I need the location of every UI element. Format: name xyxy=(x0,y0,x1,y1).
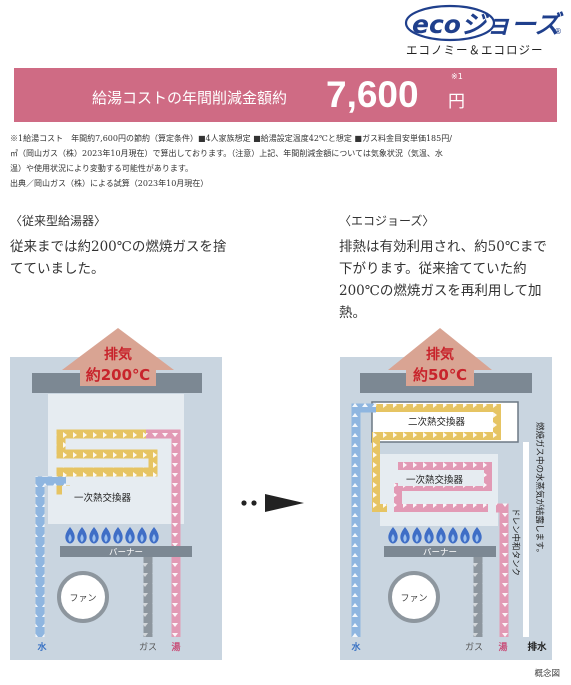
logo-subtitle: エコノミー＆エコロジー xyxy=(406,43,544,57)
burner-label: バーナー xyxy=(423,548,457,558)
arrow-dot xyxy=(251,500,257,506)
ecojozu-heading: 〈エコジョーズ〉 xyxy=(339,214,435,228)
primary-exchanger-coil xyxy=(56,429,158,495)
banner-amount: 7,600 xyxy=(326,74,419,115)
exhaust-label: 排気 xyxy=(104,346,132,363)
primary-exchanger-label: 一次熱交換器 xyxy=(74,492,132,504)
footnote-line: ※1給湯コスト 年間約7,600円の節約（算定条件）■4人家族想定 ■給湯設定温… xyxy=(10,134,452,143)
exhaust-label: 排気 xyxy=(426,346,454,363)
banner-unit: 円 xyxy=(448,92,465,112)
secondary-exchanger-label: 二次熱交換器 xyxy=(408,416,466,428)
burner-label: バーナー xyxy=(109,548,143,558)
primary-exchanger-label-bg xyxy=(398,472,484,486)
drain-tank-label: ドレン中和タンク xyxy=(510,508,521,576)
conventional-heading: 〈従来型給湯器〉 xyxy=(10,214,107,228)
water-pipe xyxy=(351,403,376,637)
primary-exchanger-label-bg xyxy=(62,486,180,508)
hot-water-pipe xyxy=(496,503,509,637)
water-label: 水 xyxy=(351,641,361,653)
footnote-source: 出典／岡山ガス（株）による試算（2023年10月現在） xyxy=(10,179,209,188)
footnote-line: ㎥（岡山ガス（株）2023年10月現在）で算出しております。（注意）上記、年間削… xyxy=(10,149,443,158)
logo-swoosh xyxy=(404,4,496,42)
fan-icon xyxy=(388,571,440,623)
footnote: ※1給湯コスト 年間約7,600円の節約（算定条件）■4人家族想定 ■給湯設定温… xyxy=(10,131,562,191)
gas-label: ガス xyxy=(465,642,483,653)
diagram-caption: 概念図 xyxy=(534,668,560,679)
fan-label: ファン xyxy=(69,594,96,604)
exhaust-temperature: 約50℃ xyxy=(413,366,467,384)
ecojozu-logo: ecoジョーズ ® xyxy=(404,4,564,42)
footnote-line: 温）や使用状況により変動する可能性があります。 xyxy=(10,164,194,173)
water-pipe xyxy=(35,476,66,637)
water-label: 水 xyxy=(37,641,47,653)
arrow-dot xyxy=(241,500,247,506)
exhaust-arrow-icon xyxy=(62,328,174,370)
arrow-right-icon xyxy=(265,494,304,512)
conventional-diagram: 排気 約200℃ 一次熱交換器 バーナー ファン 水 ガス 湯 xyxy=(10,328,222,660)
conventional-description: 従来までは約200℃の燃焼ガスを捨てていました。 xyxy=(10,239,227,277)
exhaust-arrow-icon xyxy=(80,370,156,386)
hot-water-pipe xyxy=(146,429,181,637)
logo-registered-mark: ® xyxy=(554,27,562,36)
banner-text: 給湯コストの年間削減金額約 xyxy=(92,89,288,107)
burner-bar xyxy=(60,546,192,557)
fan-icon xyxy=(57,571,109,623)
gas-label: ガス xyxy=(139,642,157,653)
banner-note-mark: ※1 xyxy=(451,72,463,81)
primary-exchanger-label: 一次熱交換器 xyxy=(406,474,464,486)
exhaust-arrow-icon xyxy=(388,328,492,370)
hot-water-label: 湯 xyxy=(498,641,507,653)
savings-banner xyxy=(14,68,557,122)
exhaust-temperature: 約200℃ xyxy=(86,366,150,384)
burner-bar xyxy=(384,546,496,557)
primary-exchanger-coil xyxy=(394,462,492,512)
ecojozu-diagram: 排気 約50℃ 二次熱交換器 一次熱交換器 バーナー ファン ドレン中和タン xyxy=(340,328,552,660)
drain-label: 排水 xyxy=(527,641,547,653)
fan-label: ファン xyxy=(400,594,427,604)
hot-water-label: 湯 xyxy=(171,641,180,653)
condensation-note: 燃焼ガス中の水蒸気が結露します。 xyxy=(534,422,545,557)
logo-wordmark: ecoジョーズ xyxy=(412,10,564,39)
secondary-exchanger-coil xyxy=(372,404,501,455)
primary-exchanger-inlet xyxy=(372,455,387,512)
transition-arrow xyxy=(241,494,304,512)
exhaust-arrow-icon xyxy=(406,370,474,386)
secondary-exchanger-label-bg xyxy=(400,413,484,429)
ecojozu-description: 排熱は有効利用され、約50℃まで下がります。従来捨てていた約200℃の燃焼ガスを… xyxy=(339,239,547,321)
